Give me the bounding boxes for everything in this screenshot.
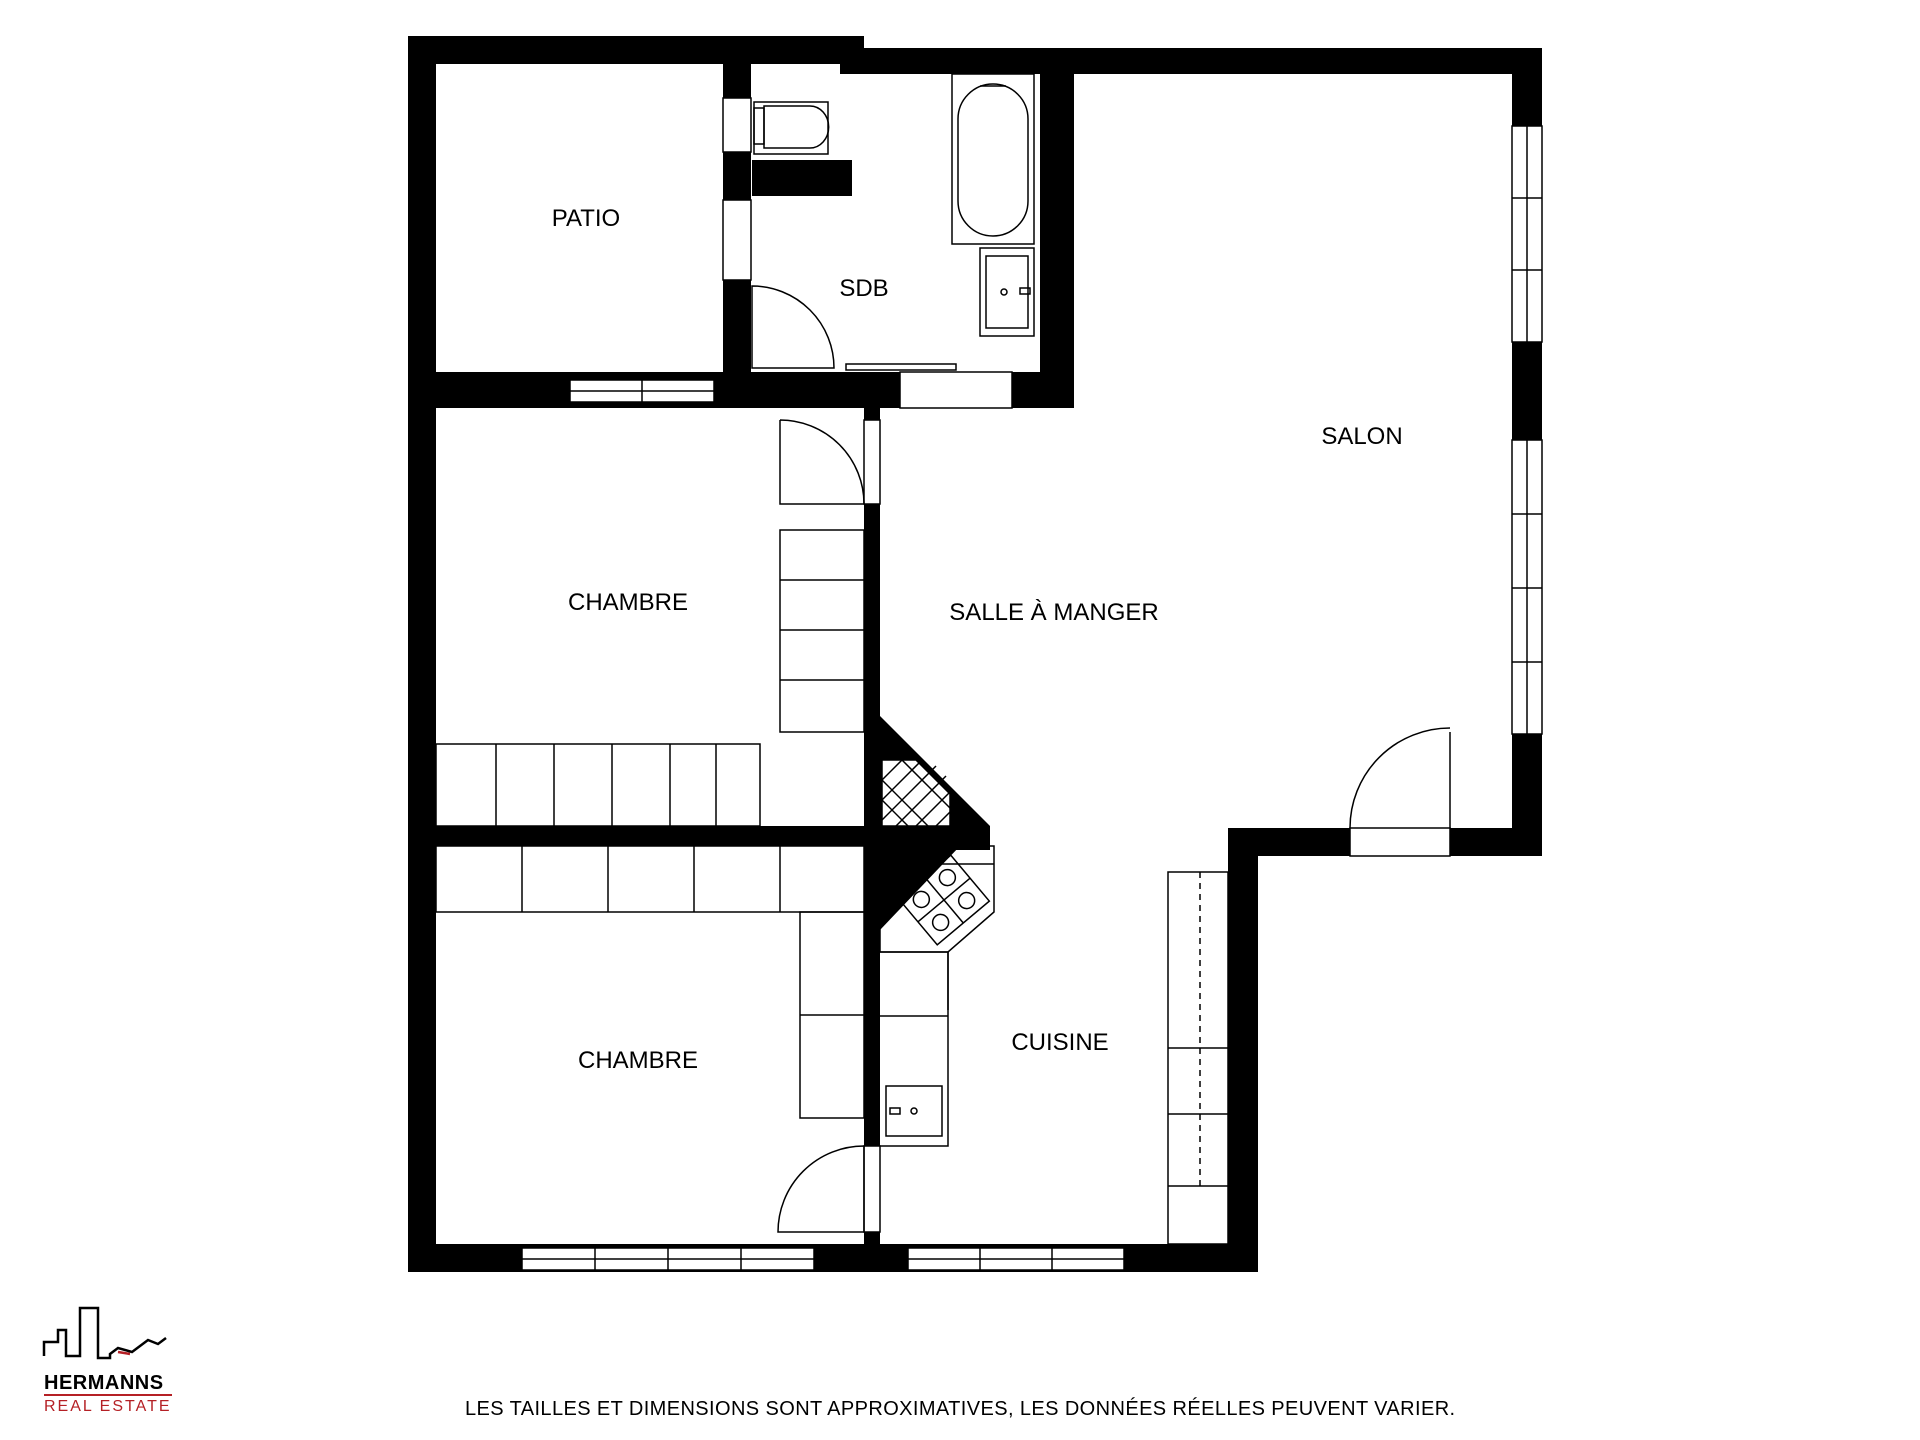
windows (521, 97, 1543, 1271)
cabinets (435, 529, 1229, 1245)
brand-name: HERMANNS (44, 1372, 164, 1394)
bathroom-fixtures (753, 73, 1035, 337)
brand-logo: HERMANNS REAL ESTATE (44, 1300, 174, 1417)
room-label-salle-a-manger: SALLE À MANGER (949, 599, 1158, 626)
room-label-chambre-bottom: CHAMBRE (578, 1047, 698, 1074)
room-label-patio: PATIO (552, 205, 620, 232)
disclaimer-text: LES TAILLES ET DIMENSIONS SONT APPROXIMA… (465, 1398, 1456, 1420)
room-label-chambre-top: CHAMBRE (568, 589, 688, 616)
room-label-sdb: SDB (839, 275, 888, 302)
room-label-salon: SALON (1321, 423, 1402, 450)
brand-tagline: REAL ESTATE (44, 1394, 172, 1417)
doors (751, 285, 1451, 1233)
city-skyline-logo-icon (42, 1306, 167, 1360)
room-label-cuisine: CUISINE (1011, 1029, 1108, 1056)
